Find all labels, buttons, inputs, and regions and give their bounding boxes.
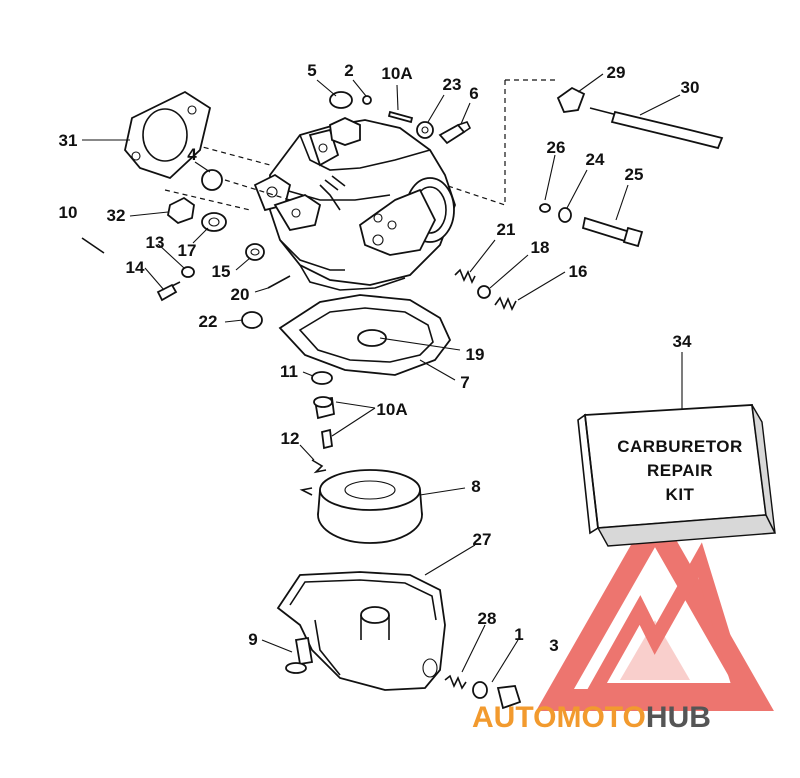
gasket-32 — [124, 90, 212, 180]
needle-seat-11 — [313, 396, 335, 450]
callout-22: 21 — [497, 220, 516, 239]
callout-31: 30 — [681, 78, 700, 97]
callout-27: 26 — [547, 138, 566, 157]
callout-12: 11 — [280, 362, 298, 381]
callout-17: 16 — [569, 262, 588, 281]
washer-1 — [472, 681, 488, 699]
callout-11: 10A — [376, 400, 407, 419]
callout-10a: 10A — [381, 64, 412, 83]
pin-10a — [387, 110, 414, 124]
spring-17 — [494, 296, 517, 311]
spring-22 — [454, 268, 476, 284]
kit-line-2: REPAIR — [647, 461, 713, 480]
callout-30: 29 — [607, 63, 626, 82]
valve-30 — [556, 86, 586, 113]
leader-lines — [82, 73, 683, 683]
callout-16: 15 — [212, 262, 231, 281]
plug-4 — [201, 169, 223, 191]
callout-28: 27 — [473, 530, 492, 549]
screw-9 — [285, 636, 314, 674]
screw-15 — [156, 281, 181, 302]
nut-33 — [167, 196, 195, 225]
callout-18: 17 — [178, 241, 197, 260]
kit-line-1: CARBURETOR — [617, 437, 743, 456]
repair-kit-box — [577, 404, 777, 547]
callout-26: 25 — [625, 165, 644, 184]
callout-1: 1 — [514, 625, 523, 644]
washer-14 — [181, 266, 195, 278]
pin-21 — [267, 275, 291, 289]
washer-12 — [311, 371, 333, 385]
callout-8: 8 — [471, 477, 480, 496]
screw-26 — [581, 216, 644, 248]
callout-25: 24 — [586, 150, 605, 169]
callout-34: 34 — [673, 332, 692, 351]
callout-29: 28 — [478, 609, 497, 628]
callout-32: 31 — [59, 131, 78, 150]
pin-10 — [81, 237, 105, 254]
watermark-part-2: MOTO — [556, 701, 645, 734]
callout-7: 7 — [460, 373, 469, 392]
callout-13: 12 — [281, 429, 300, 448]
plug-23 — [241, 311, 263, 329]
washer-16 — [245, 243, 265, 261]
callout-10: 10 — [59, 203, 78, 222]
alignment-lines — [164, 79, 555, 211]
ball-27 — [539, 203, 551, 213]
callout-9: 9 — [248, 630, 257, 649]
float-bowl-28 — [276, 571, 446, 691]
callout-33: 32 — [107, 206, 126, 225]
callout-23: 22 — [199, 312, 218, 331]
ring-19 — [477, 285, 491, 299]
callout-19: 18 — [531, 238, 550, 257]
callout-20: 19 — [466, 345, 485, 364]
ball-2 — [362, 95, 372, 105]
watermark-part-1: AUTO — [472, 701, 556, 734]
callout-4: 4 — [187, 145, 197, 164]
float-8 — [299, 469, 423, 544]
callout-21: 20 — [231, 285, 250, 304]
callout-3: 3 — [549, 636, 558, 655]
callout-2: 2 — [344, 61, 353, 80]
spring-29 — [444, 674, 467, 690]
watermark-text: AUTOMOTOHUB — [472, 701, 711, 734]
bowl-gasket-7 — [278, 294, 452, 376]
screw-6 — [438, 121, 472, 145]
watermark-logo — [536, 502, 774, 711]
kit-label: CARBURETOR REPAIR KIT — [617, 437, 743, 504]
washer-24 — [416, 121, 434, 139]
callout-5: 5 — [307, 61, 316, 80]
needle-31 — [589, 107, 724, 150]
callout-24: 23 — [443, 75, 462, 94]
watermark-word: AUTOMOTOHUB — [472, 701, 711, 734]
kit-line-3: KIT — [666, 485, 695, 504]
jet-18 — [201, 212, 227, 232]
clip-13 — [311, 459, 327, 474]
callout-14: 13 — [146, 233, 165, 252]
washer-25 — [558, 207, 572, 223]
callout-6: 6 — [469, 84, 478, 103]
screw-3 — [496, 685, 522, 710]
callout-15: 14 — [126, 258, 145, 277]
carburetor-body — [253, 117, 456, 291]
callout-labels: 5 2 10A 23 6 29 30 31 4 10 32 13 17 14 1… — [59, 61, 700, 655]
watermark-part-3: HUB — [646, 701, 711, 734]
